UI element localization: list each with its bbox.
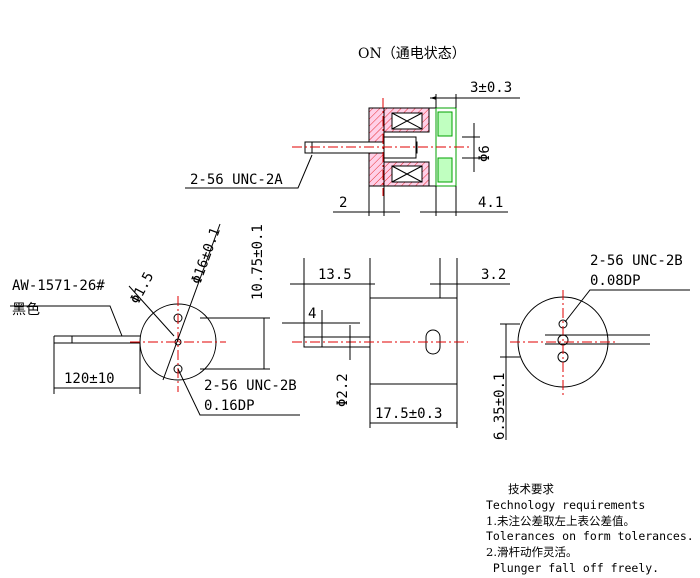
right-thread-depth: 0.08DP: [590, 273, 641, 289]
right-dim-spacing: 6.35±0.1: [492, 373, 508, 440]
center-dim-shaft: Φ2.2: [335, 373, 351, 407]
notes-line-4: 2.滑杆动作灵活。: [486, 545, 578, 560]
notes-line-1: Technology requirements: [486, 497, 646, 512]
left-dim-hole: Φ1.5: [127, 270, 157, 307]
top-section-view: [185, 94, 520, 216]
notes-line-3: Tolerances on form tolerances.: [486, 529, 694, 544]
notes-line-2: 1.未注公差取左上表公差值。: [486, 513, 635, 528]
top-view-title: ON（通电状态）: [358, 46, 466, 62]
top-thread-label: 2-56 UNC-2A: [190, 172, 283, 188]
left-dim-body: Φ16±0.1: [189, 225, 224, 286]
top-dim-stroke: 3±0.3: [470, 80, 512, 96]
left-front-view: [10, 223, 300, 416]
technical-notes: 技术要求 Technology requirements 1.未注公差取左上表公…: [486, 482, 694, 577]
left-thread-label: 2-56 UNC-2B: [204, 378, 297, 394]
top-dim-left: 2: [339, 195, 347, 211]
top-dim-diameter: Φ6: [477, 145, 493, 162]
right-rear-view: [500, 289, 690, 440]
left-wire-spec: AW-1571-26#: [12, 278, 105, 294]
left-wire-color: 黑色: [12, 301, 40, 318]
notes-line-5: Plunger fall off freely.: [486, 560, 660, 575]
right-thread-label: 2-56 UNC-2B: [590, 253, 683, 269]
left-dim-wire: 120±10: [64, 371, 115, 387]
center-side-view: [282, 258, 510, 428]
center-dim-cap: 3.2: [481, 267, 506, 283]
center-dim-pin: 4: [308, 306, 316, 322]
left-dim-height: 10.75±0.1: [250, 224, 266, 300]
center-dim-body: 17.5±0.3: [375, 406, 442, 422]
center-dim-total: 13.5: [318, 267, 352, 283]
left-thread-depth: 0.16DP: [204, 398, 255, 414]
notes-heading: 技术要求: [508, 482, 554, 496]
top-dim-right: 4.1: [478, 195, 503, 211]
